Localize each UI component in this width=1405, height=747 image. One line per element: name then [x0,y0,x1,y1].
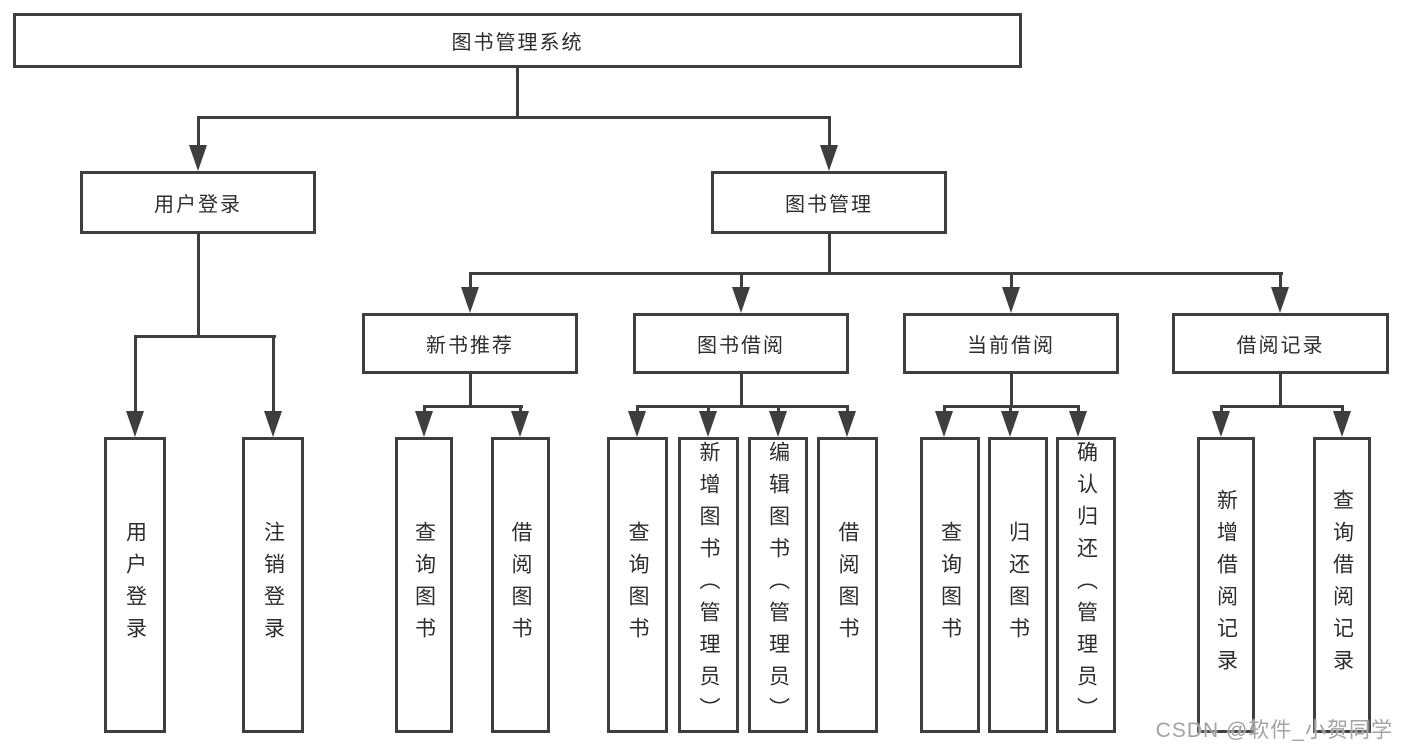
arrow-down-icon [1212,411,1230,437]
csdn-watermark: CSDN @软件_小贺同学 [1155,719,1393,742]
node-user-login: 用户登录 [80,171,316,234]
connector-userlogin-bus [134,335,276,338]
arrow-down-icon [1069,411,1087,437]
leaf-borrow-books-recommend: 借阅图书 [491,437,550,733]
connector-drop [1279,272,1282,292]
connector-root-bus [197,116,831,119]
leaf-query-books-borrowing: 查询图书 [607,437,668,733]
node-root-library-system: 图书管理系统 [13,13,1022,68]
arrow-down-icon [732,287,750,313]
connector-drop-user-login [197,116,200,152]
arrow-down-icon [699,411,717,437]
connector-drop [1010,272,1013,292]
arrow-down-icon [1271,287,1289,313]
arrow-down-icon [1002,287,1020,313]
connector-userlogin-stub [197,234,200,337]
connector-drop [740,272,743,292]
leaf-logout: 注销登录 [242,437,304,733]
connector-bookmgmt-stub [828,234,831,275]
leaf-query-borrow-record: 查询借阅记录 [1313,437,1371,733]
arrow-down-icon [838,411,856,437]
arrow-down-icon [628,411,646,437]
leaf-return-book: 归还图书 [988,437,1048,733]
arrow-down-icon [1001,411,1019,437]
connector-drop [469,272,472,292]
arrow-down-icon [1333,411,1351,437]
node-current-borrowing: 当前借阅 [903,313,1119,374]
arrow-down-icon [461,287,479,313]
leaf-borrow-books-borrowing: 借阅图书 [817,437,878,733]
arrow-down-icon [264,411,282,437]
leaf-confirm-return-admin: 确认归还（管理员） [1056,437,1116,733]
leaf-query-books-current: 查询图书 [920,437,980,733]
arrow-down-icon [769,411,787,437]
node-book-borrowing: 图书借阅 [633,313,849,374]
connector-drop [272,335,275,417]
connector-recommend-stub [469,374,472,407]
node-new-book-recommend: 新书推荐 [362,313,578,374]
connector-current-stub [1010,374,1013,407]
leaf-add-borrow-record: 新增借阅记录 [1197,437,1255,733]
connector-drop [134,335,137,417]
connector-root-stub [516,68,519,119]
connector-recommend-bus [423,405,523,408]
connector-bookmgmt-bus [469,272,1283,275]
node-borrow-records: 借阅记录 [1172,313,1389,374]
arrow-down-icon [415,411,433,437]
leaf-add-book-admin: 新增图书（管理员） [678,437,739,733]
arrow-down-icon [935,411,953,437]
node-book-management: 图书管理 [711,171,947,234]
connector-records-stub [1279,374,1282,407]
arrow-down-icon [189,145,207,171]
leaf-query-books-recommend: 查询图书 [395,437,453,733]
connector-borrowing-stub [740,374,743,407]
leaf-edit-book-admin: 编辑图书（管理员） [748,437,808,733]
arrow-down-icon [511,411,529,437]
connector-records-bus [1220,405,1344,408]
arrow-down-icon [820,145,838,171]
connector-drop-book-mgmt [828,116,831,152]
connector-borrowing-bus [636,405,849,408]
leaf-user-login: 用户登录 [104,437,166,733]
arrow-down-icon [126,411,144,437]
